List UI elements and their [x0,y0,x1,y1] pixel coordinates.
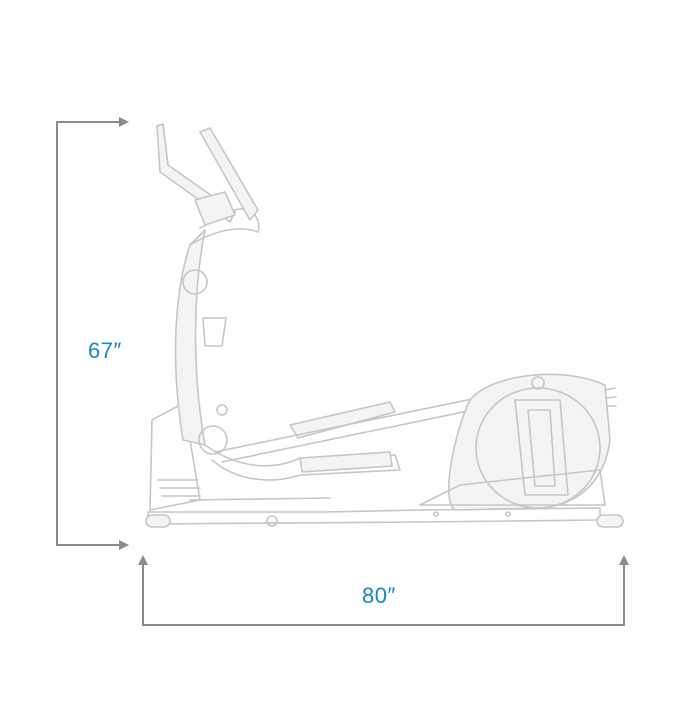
elliptical-trainer-icon [145,123,624,528]
length-dimension-label: 80″ [362,583,396,608]
height-dimension-line [56,117,129,550]
height-dimension-label: 67″ [88,338,122,363]
length-dimension-line [138,555,629,626]
